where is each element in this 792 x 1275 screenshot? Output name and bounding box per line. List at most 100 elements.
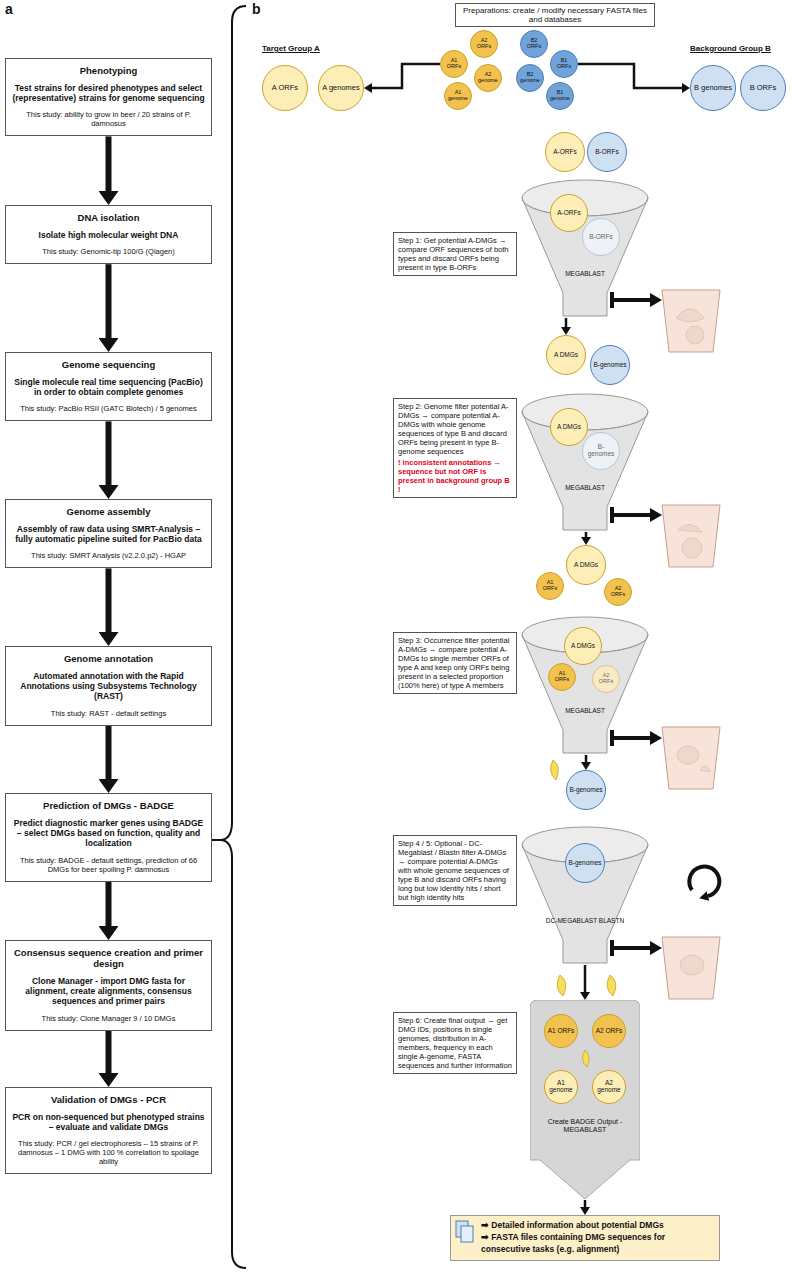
node-text: A1 genome (547, 1080, 575, 1094)
data-circle: A-ORFs (545, 132, 585, 172)
tool-label: DC-MEGABLAST BLASTN (520, 917, 650, 924)
box-study-note: This study: PacBio RSII (GATC Biotech) /… (12, 404, 205, 413)
step-box: Step 4 / 5: Optional - DC-Megablast / Bl… (393, 835, 517, 906)
box-study-note: This study: RAST - default settings (12, 709, 205, 718)
node-text: ➡ FASTA files containing DMG sequences f… (481, 1232, 713, 1256)
data-circle: B2 genome (516, 64, 544, 92)
discarded-items (676, 309, 710, 975)
flow-arrow (584, 1200, 587, 1207)
node-text: B-genomes (568, 860, 601, 867)
flow-arrow (106, 726, 112, 779)
box-study-note: This study: Clone Manager 9 / 10 DMGs (12, 1014, 205, 1023)
data-circle: B1 ORFs (550, 50, 578, 78)
discard-bin (662, 290, 720, 999)
workflow-box: Prediction of DMGs - BADGEPredict diagno… (5, 793, 212, 882)
document-icon (456, 1221, 473, 1242)
workflow-box: Genome assemblyAssembly of raw data usin… (5, 499, 212, 568)
data-circle: A1 genome (544, 1070, 578, 1104)
flow-arrow (106, 568, 112, 632)
dmg-leaf (582, 1050, 589, 1067)
node-text: Step 4 / 5: Optional - DC-Megablast / Bl… (398, 839, 512, 902)
result-box: ➡ Detailed information about potential D… (450, 1215, 720, 1261)
flow-arrow (578, 64, 682, 88)
workflow-box: Validation of DMGs - PCRPCR on non-seque… (5, 1087, 212, 1174)
node-text: A DMGs (574, 562, 598, 569)
node-text: A2 ORFs (473, 38, 495, 50)
node-text: A-ORFs (557, 210, 580, 217)
data-circle: A2 ORFs (470, 30, 498, 58)
node-text: A1 ORFs (443, 58, 465, 70)
node-text: A DMGs (571, 643, 595, 650)
blast-funnel: DC-MEGABLAST BLASTN B-genomes (520, 825, 650, 965)
data-circle: B genomes (690, 65, 736, 111)
flow-arrow (585, 532, 588, 537)
node-text: B-ORFs (589, 234, 612, 241)
node-text: B-genomes (585, 444, 617, 458)
node-text: A2 ORFs (607, 586, 629, 598)
node-text: B2 genome (519, 72, 541, 84)
tool-label: MEGABLAST (520, 707, 650, 714)
node-text: Step 1: Get potential A-DMGs → compare O… (398, 236, 512, 272)
box-study-note: This study: SMRT Analysis (v2.2.0.p2) - … (12, 551, 205, 560)
box-heading: Genome assembly (12, 506, 205, 517)
funnel-body (522, 845, 648, 963)
data-circle: A-ORFs (550, 194, 588, 232)
group-label: Background Group B (690, 44, 771, 53)
data-circle: A2 genome (474, 64, 502, 92)
data-circle: A genomes (318, 65, 364, 111)
flow-arrow (106, 421, 112, 485)
box-description: Predict diagnostic marker genes using BA… (12, 818, 205, 849)
flow-arrow (565, 318, 568, 327)
box-description: Isolate high molecular weight DNA (12, 230, 205, 240)
tool-label: MEGABLAST (520, 484, 650, 491)
data-circle: B ORFs (740, 65, 786, 111)
data-circle: A2 ORFs (592, 1014, 626, 1048)
data-circle: A1 genome (444, 82, 472, 110)
panel-letter: a (5, 1, 13, 17)
workflow-box: Genome annotationAutomated annotation wi… (5, 646, 212, 726)
data-circle: A ORFs (262, 65, 308, 111)
data-circle: B-genomes (565, 843, 605, 883)
node-text: A1 ORFs (551, 671, 573, 683)
panel-letter: b (252, 1, 261, 17)
bracket-link (212, 839, 220, 841)
node-text: A1 genome (447, 90, 469, 102)
data-circle: A1 ORFs (544, 1014, 578, 1048)
blast-funnel: MEGABLAST A DMGsB-genomes (520, 392, 650, 532)
node-text: ➡ Detailed information about potential D… (481, 1220, 713, 1232)
box-heading: Consensus sequence creation and primer d… (12, 947, 205, 969)
box-study-note: This study: PCR / gel electrophoresis – … (12, 1139, 205, 1166)
data-circle: A2 ORFs (592, 665, 620, 693)
box-heading: Genome annotation (12, 653, 205, 664)
data-circle: A1 ORFs (548, 663, 576, 691)
data-circle: B-genomes (566, 770, 606, 810)
node-text: A1 ORFs (539, 580, 561, 592)
data-circle: B2 ORFs (520, 30, 548, 58)
node-text: A DMGs (554, 352, 578, 359)
output-funnel: Create BADGE Output - MEGABLASTA1 ORFsA2… (530, 1000, 640, 1200)
data-circle: A1 ORFs (440, 50, 468, 78)
box-heading: Phenotyping (12, 65, 205, 76)
box-description: Clone Manager - import DMG fasta for ali… (12, 976, 205, 1007)
box-description: Automated annotation with the Rapid Anno… (12, 671, 205, 702)
box-study-note: This study: Genomic-tip 100/G (Qiagen) (12, 247, 205, 256)
data-circle: B-ORFs (582, 218, 620, 256)
box-description: Single molecule real time sequencing (Pa… (12, 377, 205, 397)
workflow-box: PhenotypingTest strains for desired phen… (5, 58, 212, 136)
step-box: Step 1: Get potential A-DMGs → compare O… (393, 232, 517, 276)
node-text: B genomes (694, 84, 732, 92)
flow-arrow (584, 965, 587, 992)
node-text: B-genomes (569, 787, 602, 794)
data-circle: A DMGs (550, 408, 588, 446)
data-circle: B-genomes (590, 345, 630, 385)
workflow-box: Genome sequencingSingle molecule real ti… (5, 352, 212, 421)
node-text: B-genomes (593, 362, 626, 369)
box-description: Test strains for desired phenotypes and … (12, 83, 205, 103)
node-text: A2 genome (595, 1080, 623, 1094)
node-text: A DMGs (557, 424, 581, 431)
step-box: Step 3: Occurrence filter potential A-DM… (393, 632, 517, 694)
box-study-note: This study: BADGE - default settings, pr… (12, 856, 205, 874)
flow-arrow (106, 1031, 112, 1073)
box-heading: Validation of DMGs - PCR (12, 1094, 205, 1105)
step-box: Step 6: Create final output → get DMG ID… (393, 1012, 517, 1074)
